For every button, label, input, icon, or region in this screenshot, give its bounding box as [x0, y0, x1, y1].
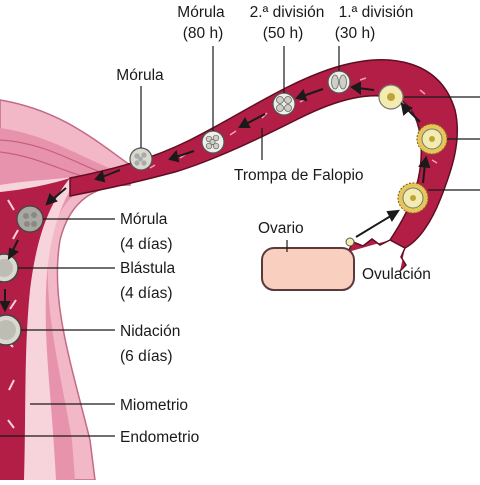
- label-ovary: Ovario: [258, 220, 304, 237]
- label-blastula-time: (4 días): [120, 285, 173, 302]
- label-first-division-time: (30 h): [335, 25, 376, 42]
- morula-uterus-cell: [16, 205, 44, 233]
- two-cell-stage: [327, 70, 351, 94]
- morula-tube-cell: [129, 147, 153, 171]
- label-second-division-name: 2.ª división: [250, 4, 325, 21]
- leader-lines: [0, 46, 480, 437]
- label-endometrium: Endometrio: [120, 429, 199, 446]
- uterine-cavity: [0, 178, 70, 480]
- released-ovum: [345, 237, 355, 247]
- label-first-division-name: 1.ª división: [339, 4, 414, 21]
- label-implantation-time: (6 días): [120, 348, 173, 365]
- zygote: [378, 84, 404, 110]
- label-morula-tube: Mórula: [116, 67, 164, 84]
- four-cell-stage: [272, 92, 296, 116]
- ovary: [261, 247, 355, 291]
- label-fallopian-tube: Trompa de Falopio: [234, 167, 364, 184]
- label-blastula-name: Blástula: [120, 260, 176, 277]
- label-implantation-name: Nidación: [120, 323, 180, 340]
- label-second-division-time: (50 h): [263, 25, 304, 42]
- label-morula-80h-name: Mórula: [177, 4, 225, 21]
- tube-inner-folds: [149, 77, 438, 169]
- fertilized-egg: [416, 123, 448, 155]
- uterus: [0, 99, 131, 481]
- label-morula-uterus-name: Mórula: [120, 211, 168, 228]
- label-ovulation: Ovulación: [362, 266, 431, 283]
- movement-arrows: [0, 81, 431, 313]
- label-morula-uterus-time: (4 días): [120, 236, 173, 253]
- implantation-cell: [0, 314, 22, 346]
- label-myometrium: Miometrio: [120, 397, 188, 414]
- label-morula-80h-time: (80 h): [183, 25, 224, 42]
- morula-80h-cell: [201, 130, 225, 154]
- ovulated-egg: [397, 182, 429, 214]
